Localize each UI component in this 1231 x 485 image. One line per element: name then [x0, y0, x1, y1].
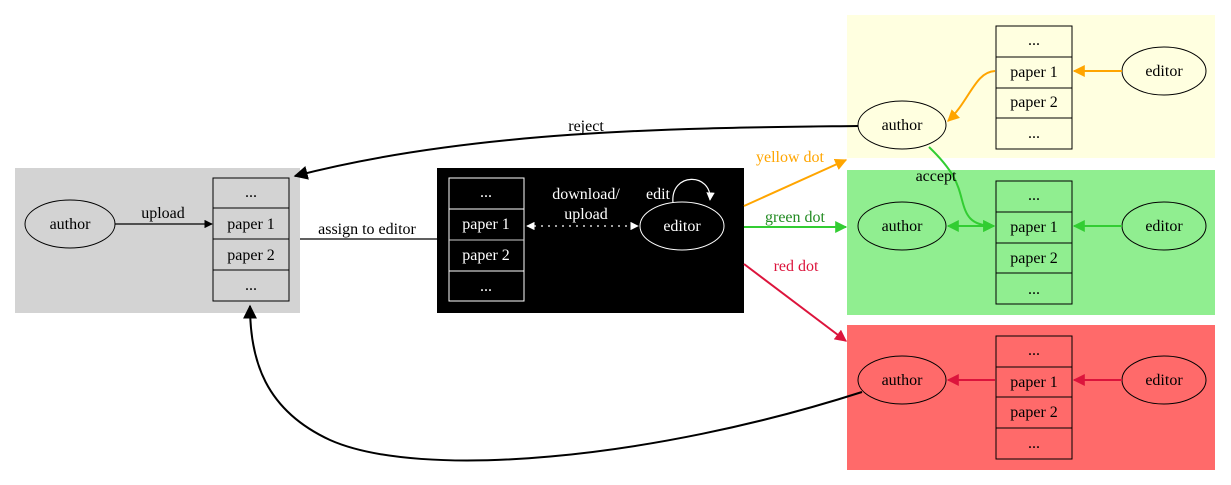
- stack-cell: ...: [1028, 32, 1040, 49]
- cluster-submission: [15, 168, 300, 313]
- stack-cell-paper-1[interactable]: paper 1: [227, 216, 275, 233]
- editor-node[interactable]: editor: [639, 201, 725, 251]
- stack-cell: ...: [1028, 342, 1040, 359]
- stack-cell-paper-2[interactable]: paper 2: [1010, 94, 1058, 111]
- cluster-yellow: [847, 15, 1215, 158]
- edit-self-loop: [672, 178, 715, 204]
- red-author-return-edge: [243, 304, 863, 462]
- assign-edge-label: assign to editor: [318, 221, 416, 238]
- upload-edge-label: upload: [141, 205, 185, 222]
- stack-cell-paper-1[interactable]: paper 1: [1010, 374, 1058, 391]
- stack-cell-paper-1[interactable]: paper 1: [1010, 64, 1058, 81]
- red-author-node[interactable]: author: [857, 355, 947, 405]
- download-upload-label-line2: upload: [564, 206, 608, 223]
- stack-cell: ...: [1028, 281, 1040, 298]
- green-dot-label: green dot: [765, 209, 826, 226]
- red-paper-stack[interactable]: ... paper 1 paper 2 ...: [995, 335, 1073, 460]
- stack-cell-paper-2[interactable]: paper 2: [462, 247, 510, 264]
- red-editor-label: editor: [1145, 372, 1183, 389]
- submission-paper-stack[interactable]: ... paper 1 paper 2 ...: [212, 177, 290, 302]
- submission-author-label: author: [50, 216, 92, 233]
- accept-edge: [928, 146, 996, 232]
- yellow-paper-to-author-edge: [947, 70, 996, 122]
- yellow-paper-stack[interactable]: ... paper 1 paper 2 ...: [995, 25, 1073, 150]
- stack-cell-paper-2[interactable]: paper 2: [1010, 250, 1058, 267]
- stack-cell: ...: [245, 277, 257, 294]
- stack-cell: ...: [1028, 125, 1040, 142]
- green-author-node[interactable]: author: [857, 201, 947, 251]
- green-paper-stack[interactable]: ... paper 1 paper 2 ...: [995, 180, 1073, 305]
- editor-node-label: editor: [663, 218, 701, 235]
- yellow-author-node[interactable]: author: [857, 100, 947, 150]
- red-dot-edge: [743, 263, 847, 342]
- stack-cell: ...: [245, 184, 257, 201]
- green-author-label: author: [882, 218, 924, 235]
- reject-edge-label: reject: [568, 118, 604, 135]
- download-upload-label-line1: download/: [552, 186, 620, 203]
- stack-cell-paper-1[interactable]: paper 1: [462, 216, 510, 233]
- stack-cell: ...: [1028, 435, 1040, 452]
- yellow-dot-edge: [743, 158, 848, 207]
- stack-cell: ...: [480, 184, 492, 201]
- yellow-dot-label: yellow dot: [756, 149, 825, 166]
- accept-edge-label: accept: [916, 168, 957, 185]
- stack-cell-paper-2[interactable]: paper 2: [227, 247, 275, 264]
- stack-cell: ...: [1028, 187, 1040, 204]
- yellow-author-label: author: [882, 117, 924, 134]
- edit-loop-label: edit: [646, 186, 671, 203]
- stack-cell-paper-2[interactable]: paper 2: [1010, 404, 1058, 421]
- yellow-editor-label: editor: [1145, 63, 1183, 80]
- editor-paper-stack[interactable]: ... paper 1 paper 2 ...: [448, 177, 525, 302]
- red-dot-label: red dot: [774, 258, 819, 275]
- red-author-label: author: [882, 372, 924, 389]
- stack-cell: ...: [480, 278, 492, 295]
- reject-edge: [293, 125, 859, 180]
- green-editor-label: editor: [1145, 218, 1183, 235]
- stack-cell-paper-1[interactable]: paper 1: [1010, 219, 1058, 236]
